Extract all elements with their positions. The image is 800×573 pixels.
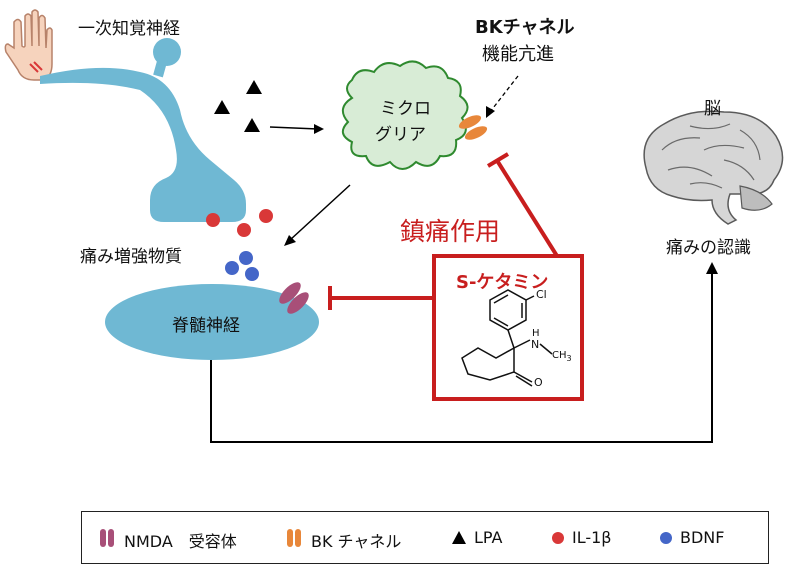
bdnf-dot-icon xyxy=(660,531,672,544)
inhibition-nmda xyxy=(328,286,434,310)
lpa-triangle-2 xyxy=(214,100,230,114)
legend-item-bk: BK チャネル xyxy=(287,528,401,552)
legend-item-nmda: NMDA 受容体 xyxy=(100,528,237,552)
lpa-triangle-1 xyxy=(246,80,262,94)
spinal-nerve-label: 脊髄神経 xyxy=(172,316,240,336)
ketamine-structure xyxy=(461,289,553,387)
analgesic-action-label: 鎮痛作用 xyxy=(400,217,501,246)
il1b-dots xyxy=(206,209,273,237)
lpa-triangle-3 xyxy=(244,118,260,132)
primary-sensory-neuron xyxy=(40,38,246,222)
legend-item-lpa: LPA xyxy=(452,528,502,547)
chem-h-label: H xyxy=(532,328,540,339)
bk-hyperfunction-label: 機能亢進 xyxy=(482,44,554,65)
s-ketamine-box xyxy=(432,254,584,401)
chem-ch3-label: CH3 xyxy=(552,350,572,363)
bdnf-dots xyxy=(225,251,259,281)
legend-item-bdnf: BDNF xyxy=(660,528,724,547)
chem-o-label: O xyxy=(534,376,543,389)
ascending-pathway xyxy=(210,270,713,443)
arrow-to-enhancers xyxy=(284,184,351,246)
s-ketamine-label: S-ケタミン xyxy=(456,272,549,293)
arrow-to-brain xyxy=(706,262,718,274)
bk-channel-label: BKチャネル xyxy=(475,17,575,38)
pain-enhancers-label: 痛み増強物質 xyxy=(80,247,182,267)
hand-icon xyxy=(4,9,53,81)
nmda-receptor-icon xyxy=(100,529,116,551)
arrow-to-microglia xyxy=(269,124,324,134)
inhibition-bk xyxy=(486,152,559,258)
legend-box: NMDA 受容体 BK チャネル LPA IL-1β BDNF xyxy=(81,511,769,564)
lpa-triangles xyxy=(214,80,262,132)
legend-item-il1b: IL-1β xyxy=(552,528,612,547)
bk-channel-icon xyxy=(287,529,303,551)
bk-dashed-arrow xyxy=(486,75,519,118)
bk-channel-on-microglia xyxy=(458,115,488,140)
lpa-triangle-icon xyxy=(452,531,466,544)
microglia-label-line1: ミクロ xyxy=(380,99,431,119)
pain-recognition-label: 痛みの認識 xyxy=(666,238,751,258)
brain-icon xyxy=(643,110,784,225)
spinal-nerve-cell xyxy=(105,284,319,360)
microglia-label-line2: グリア xyxy=(375,125,426,145)
il1b-dot-icon xyxy=(552,531,564,544)
primary-sensory-nerve-label: 一次知覚神経 xyxy=(78,19,180,39)
chem-n-label: N xyxy=(531,338,540,351)
brain-label: 脳 xyxy=(704,99,721,119)
microglia-cell xyxy=(341,60,469,170)
nmda-receptor xyxy=(279,282,309,314)
chem-cl-label: Cl xyxy=(536,288,547,301)
